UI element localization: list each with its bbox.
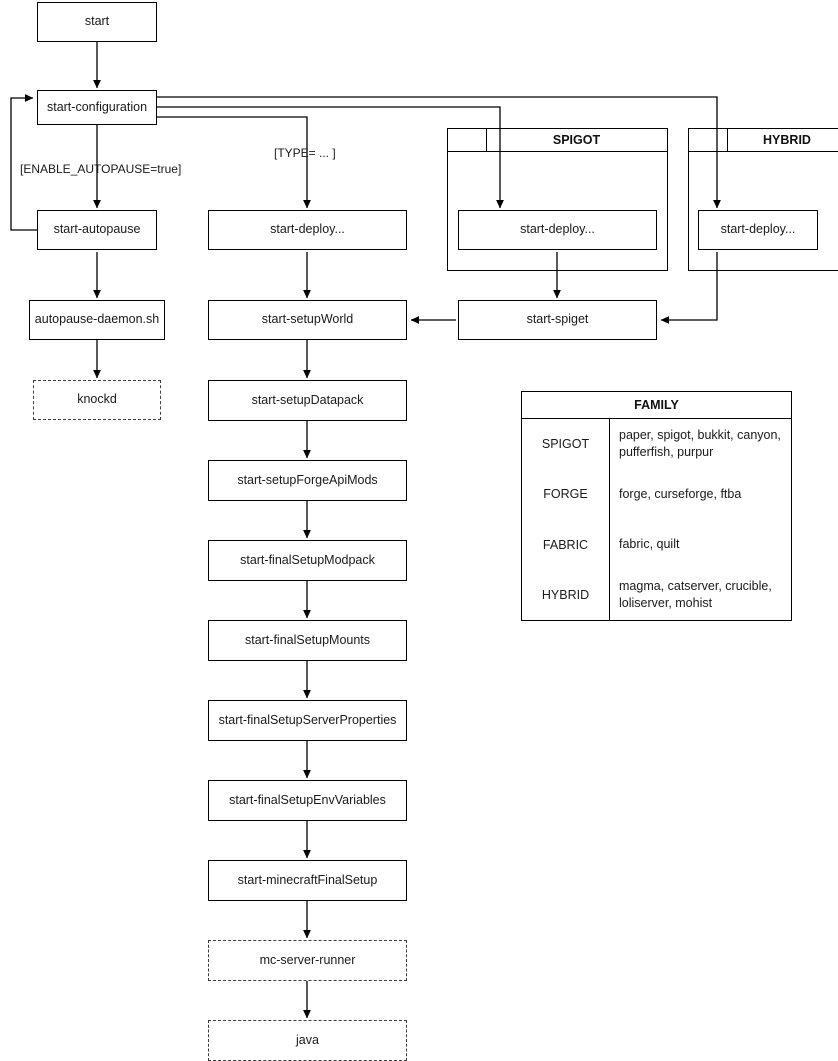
family-table-title: FAMILY xyxy=(522,392,791,419)
family-table: FAMILY SPIGOT FORGE FABRIC HYBRID paper,… xyxy=(521,391,792,621)
edge-label-type: [TYPE= ... ] xyxy=(274,146,336,160)
family-value-cell: paper, spigot, bukkit, canyon, pufferfis… xyxy=(619,428,781,460)
group-hybrid-title-divider xyxy=(727,129,728,152)
node-start-setupdatapack[interactable]: start-setupDatapack xyxy=(208,380,407,421)
group-hybrid: HYBRID xyxy=(688,128,838,271)
node-start-setupforgeapimods[interactable]: start-setupForgeApiMods xyxy=(208,460,407,501)
group-spigot-title-divider xyxy=(486,129,487,152)
node-mc-server-runner[interactable]: mc-server-runner xyxy=(208,940,407,981)
node-start-minecraftfinalsetup[interactable]: start-minecraftFinalSetup xyxy=(208,860,407,901)
family-key-cell: FORGE xyxy=(543,487,588,502)
family-table-key-column: SPIGOT FORGE FABRIC HYBRID xyxy=(522,419,610,620)
node-start-finalsetupserverproperties[interactable]: start-finalSetupServerProperties xyxy=(208,700,407,741)
node-start-finalsetupmodpack[interactable]: start-finalSetupModpack xyxy=(208,540,407,581)
group-hybrid-title: HYBRID xyxy=(689,129,838,152)
family-value-cell: forge, curseforge, ftba xyxy=(619,486,742,501)
family-value-cell: magma, catserver, crucible, loliserver, … xyxy=(619,579,772,610)
node-start[interactable]: start xyxy=(37,2,157,42)
group-spigot-label: SPIGOT xyxy=(552,133,601,147)
node-start-finalsetupmounts[interactable]: start-finalSetupMounts xyxy=(208,620,407,661)
node-start-spiget[interactable]: start-spiget xyxy=(458,300,657,340)
family-value-cell: fabric, quilt xyxy=(619,537,680,552)
family-key-cell: SPIGOT xyxy=(541,437,590,452)
family-key-cell: FABRIC xyxy=(542,537,589,552)
edge-label-enable-autopause: [ENABLE_AUTOPAUSE=true] xyxy=(20,162,182,176)
node-start-autopause[interactable]: start-autopause xyxy=(37,210,157,250)
family-table-value-column: paper, spigot, bukkit, canyon, pufferfis… xyxy=(610,419,791,620)
node-start-deploy-spigot[interactable]: start-deploy... xyxy=(458,210,657,250)
group-hybrid-label: HYBRID xyxy=(763,133,811,147)
node-autopause-daemon[interactable]: autopause-daemon.sh xyxy=(29,300,165,340)
group-spigot: SPIGOT xyxy=(447,128,668,271)
node-java[interactable]: java xyxy=(208,1020,407,1061)
node-start-configuration[interactable]: start-configuration xyxy=(37,90,157,125)
group-spigot-title: SPIGOT xyxy=(448,129,667,152)
family-table-body: SPIGOT FORGE FABRIC HYBRID paper, spigot… xyxy=(522,419,791,620)
node-start-deploy-main[interactable]: start-deploy... xyxy=(208,210,407,250)
node-knockd[interactable]: knockd xyxy=(33,380,161,420)
family-table-title-label: FAMILY xyxy=(634,398,679,412)
node-start-finalsetupenvvariables[interactable]: start-finalSetupEnvVariables xyxy=(208,780,407,821)
node-start-deploy-hybrid[interactable]: start-deploy... xyxy=(698,210,818,250)
family-key-cell: HYBRID xyxy=(541,587,590,602)
node-start-setupworld[interactable]: start-setupWorld xyxy=(208,300,407,340)
